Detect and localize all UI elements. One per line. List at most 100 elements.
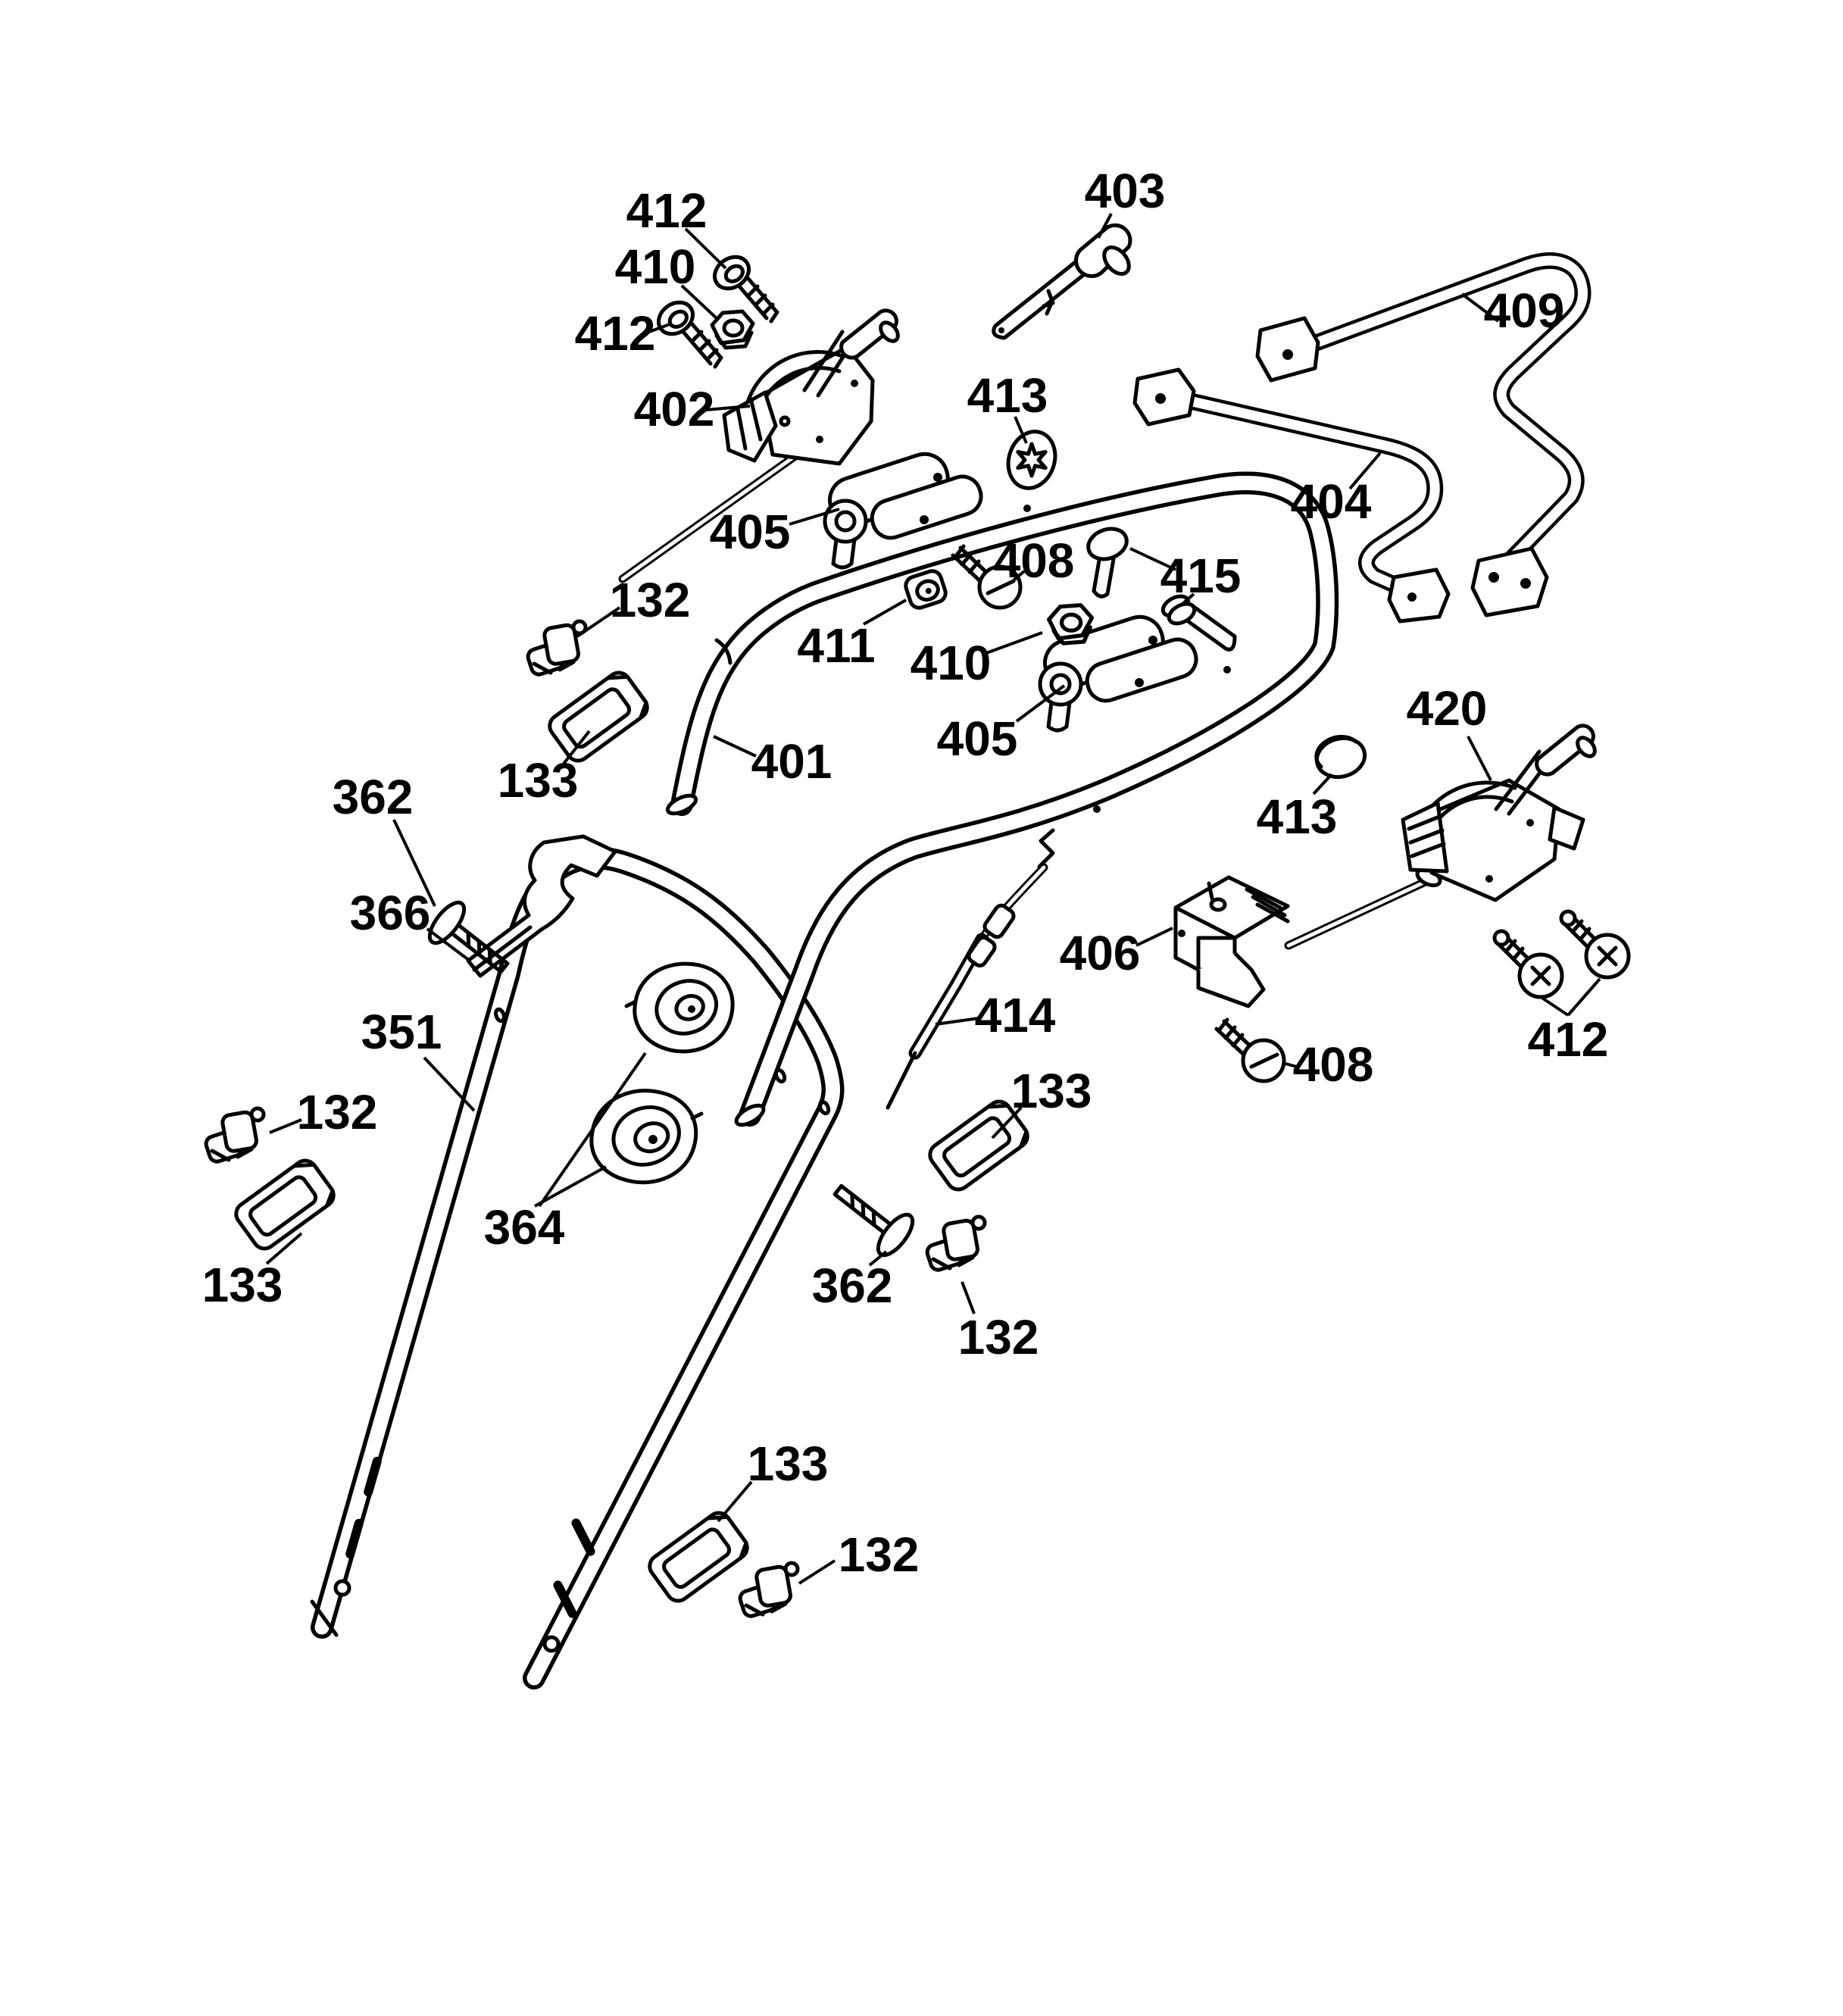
leader-line-408 [1285,1062,1298,1068]
part-label-366-21: 366 [350,886,431,940]
part-label-412-0: 412 [626,183,708,238]
part-label-410-1: 410 [615,239,696,294]
part-label-133-27: 133 [202,1258,283,1312]
nut-410-b [1049,605,1092,643]
part-label-133-18: 133 [498,753,579,808]
leader-line-412 [640,323,670,336]
leader-line-405 [789,508,840,526]
leader-line-405 [1015,684,1066,723]
lower-handle-tube-351 [310,858,833,1678]
mount-bracket-406 [1173,875,1290,1008]
diagram-artwork: 4124104124024034134094044054084154114104… [202,164,1629,1678]
part-label-415-10: 415 [1160,549,1242,603]
leader-line-412 [684,227,727,270]
leader-line-351 [423,1056,476,1112]
leader-line-362 [392,819,436,907]
leader-line-133 [717,1480,753,1523]
leader-line-406 [1135,927,1173,947]
leader-line-412 [1567,977,1601,1017]
lock-lever-366 [466,834,617,978]
leader-line-420 [1467,736,1492,781]
part-label-132-26: 132 [297,1085,378,1139]
part-label-409-6: 409 [1484,283,1565,338]
leader-line-413 [1014,416,1028,444]
handle-pad-133-a [545,668,651,765]
part-label-133-32: 133 [748,1436,829,1491]
part-label-403-4: 403 [1085,164,1166,218]
leader-line-415 [1129,547,1176,571]
part-label-132-33: 132 [839,1527,920,1582]
leader-line-132 [269,1118,302,1134]
cable-clip-132-c [926,1217,985,1272]
part-label-402-3: 402 [634,382,715,436]
leader-line-411 [863,599,907,626]
part-label-133-31: 133 [1011,1064,1092,1118]
leader-line-133 [265,1232,303,1265]
handle-pad-133-d [645,1508,751,1605]
screw-362-b [823,1171,919,1261]
nut-410-a [712,311,753,348]
part-label-362-29: 362 [812,1258,893,1313]
leader-line-362 [868,1250,888,1267]
part-label-413-5: 413 [967,368,1048,423]
washer-pair-364 [589,961,735,1185]
part-label-411-11: 411 [797,618,875,673]
bail-bar-404 [1132,367,1451,624]
leader-line-132 [576,606,621,638]
part-label-362-19: 362 [333,770,414,824]
screw-412-b [652,296,721,367]
part-label-405-13: 405 [937,711,1018,766]
part-label-408-23: 408 [1293,1037,1374,1092]
upper-handle-tube-401 [665,483,1327,1127]
part-label-351-25: 351 [361,1005,442,1059]
leader-line-132 [798,1559,836,1585]
screw-412-d [1561,911,1629,977]
leader-line-132 [961,1281,976,1314]
leader-line-133 [562,730,591,765]
leader-line-412 [1539,995,1570,1017]
leader-line-364 [534,1165,607,1208]
leader-line-402 [705,405,751,411]
leader-line-414 [935,1017,979,1026]
hinge-pin-415-a [1086,527,1129,599]
cable-clip-132-a [526,621,586,677]
part-label-408-9: 408 [994,533,1075,588]
leader-line-410 [986,631,1043,655]
part-label-405-8: 405 [710,505,791,559]
leader-line-404 [1348,452,1382,490]
leader-line-403 [1097,213,1113,239]
leader-line-408 [1012,570,1026,582]
part-label-404-7: 404 [1291,474,1372,529]
leader-line-366 [426,927,471,962]
leader-line-133 [991,1106,1023,1139]
part-label-413-15: 413 [1257,789,1338,844]
hinge-pin-403 [992,223,1132,340]
cable-clip-132-d [739,1563,798,1618]
part-label-406-20: 406 [1060,926,1141,980]
part-label-364-28: 364 [484,1200,565,1255]
part-label-132-17: 132 [610,573,691,627]
screw-408-b [1217,1020,1284,1081]
part-label-401-14: 401 [751,734,832,789]
leader-line-410 [680,284,720,321]
handle-pad-133-c [232,1156,338,1253]
leader-line-415 [1180,592,1195,606]
part-label-410-12: 410 [911,636,992,690]
part-label-412-24: 412 [1528,1012,1609,1067]
screw-412-c [1495,931,1562,997]
nut-411 [904,569,948,610]
leader-line-401 [713,735,757,758]
throttle-control-402 [623,308,900,579]
part-label-132-30: 132 [958,1310,1039,1364]
bail-bar-409 [1255,261,1583,617]
part-label-412-2: 412 [575,306,656,361]
leader-line-413 [1312,773,1333,795]
cable-clip-132-b [205,1108,264,1164]
throttle-control-420 [1289,724,1597,945]
lower-handle-slots [310,1007,831,1653]
throttle-cable-414 [886,828,1055,1110]
leader-line-364 [538,1052,647,1208]
